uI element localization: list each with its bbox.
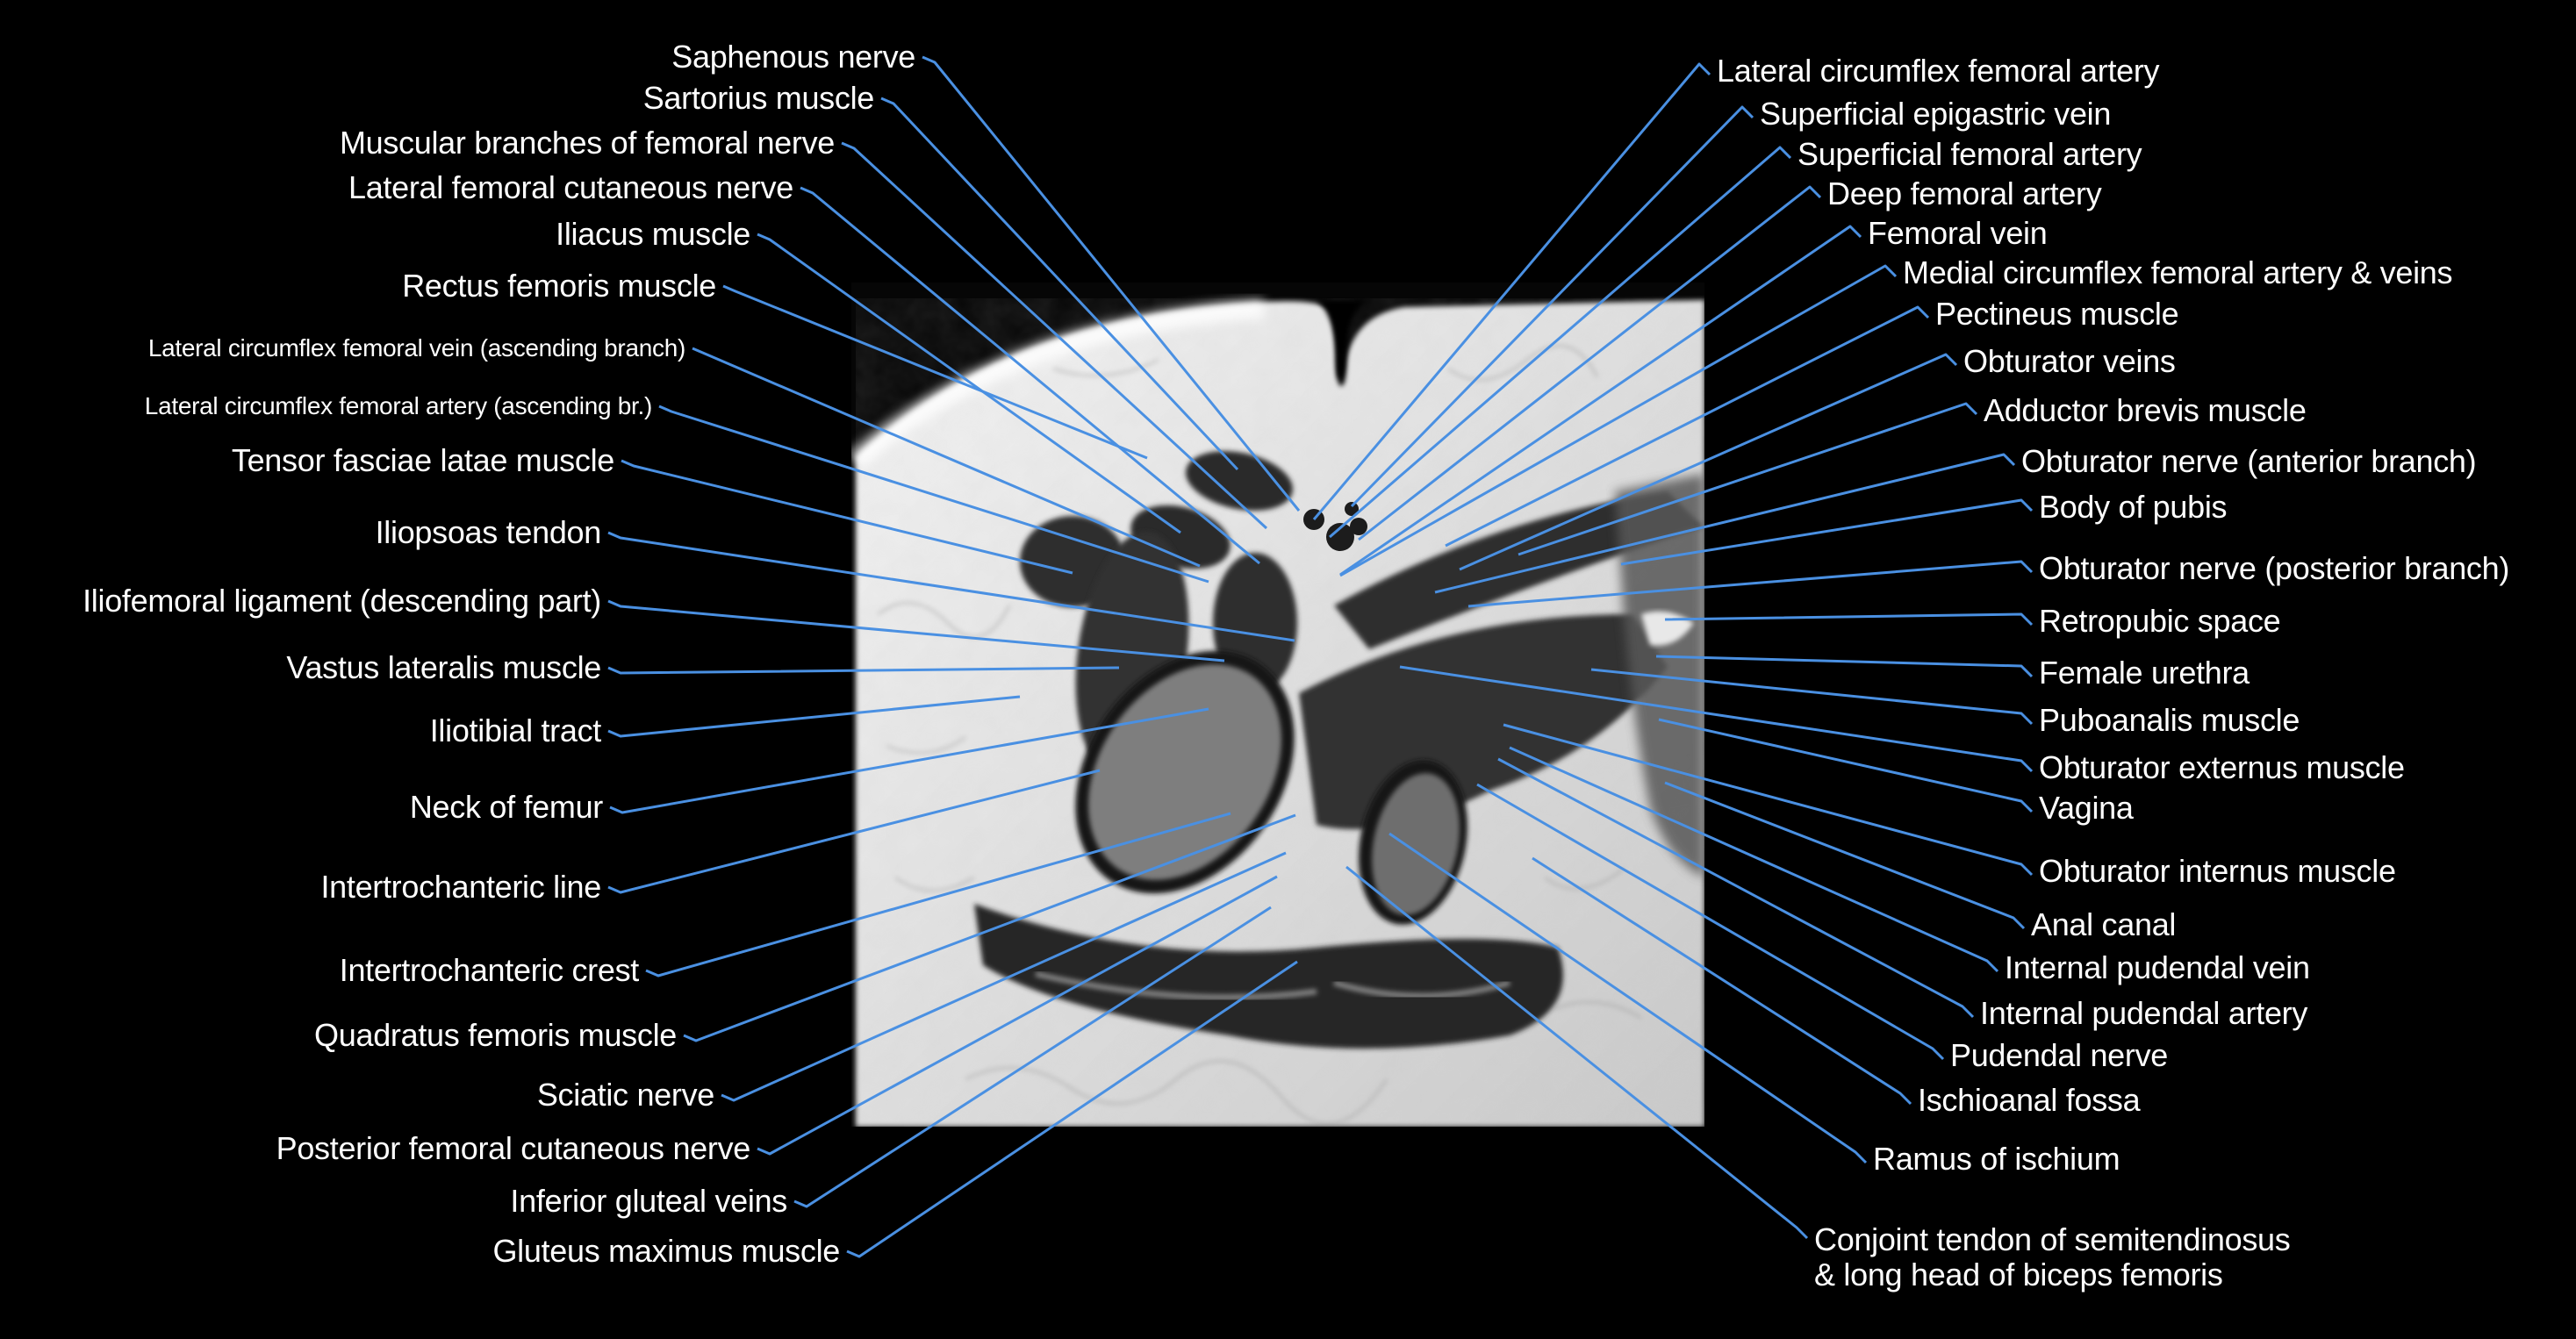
label-intertrochanteric-line: Intertrochanteric line: [320, 869, 601, 905]
label-internal-pudendal-vein: Internal pudendal vein: [2005, 949, 2310, 985]
label-rectus-femoris-muscle: Rectus femoris muscle: [402, 268, 716, 304]
label-pudendal-nerve: Pudendal nerve: [1950, 1037, 2168, 1073]
label-ramus-of-ischium: Ramus of ischium: [1873, 1141, 2120, 1177]
label-femoral-vein: Femoral vein: [1868, 215, 2048, 251]
label-gluteus-maximus-muscle: Gluteus maximus muscle: [492, 1233, 840, 1269]
label-female-urethra: Female urethra: [2039, 655, 2250, 691]
label-tensor-fasciae-latae-muscle: Tensor fasciae latae muscle: [231, 442, 614, 478]
label-superficial-femoral-artery: Superficial femoral artery: [1797, 136, 2142, 172]
label-lateral-circumflex-femoral-vein-ascending-branch: Lateral circumflex femoral vein (ascendi…: [147, 334, 685, 362]
label-obturator-veins: Obturator veins: [1963, 343, 2176, 379]
label-conjoint-tendon-of-semitendinosus: Conjoint tendon of semitendinosus& long …: [1814, 1221, 2291, 1292]
label-obturator-nerve-anterior-branch: Obturator nerve (anterior branch): [2021, 443, 2477, 479]
label-adductor-brevis-muscle: Adductor brevis muscle: [1984, 392, 2307, 428]
label-ischioanal-fossa: Ischioanal fossa: [1918, 1082, 2141, 1118]
label-obturator-nerve-posterior-branch: Obturator nerve (posterior branch): [2039, 550, 2510, 586]
label-medial-circumflex-femoral-artery-veins: Medial circumflex femoral artery & veins: [1903, 254, 2453, 290]
label-obturator-externus-muscle: Obturator externus muscle: [2039, 749, 2405, 785]
label-muscular-branches-of-femoral-nerve: Muscular branches of femoral nerve: [339, 125, 835, 161]
label-retropubic-space: Retropubic space: [2039, 603, 2281, 639]
label-pectineus-muscle: Pectineus muscle: [1935, 296, 2179, 332]
label-obturator-internus-muscle: Obturator internus muscle: [2039, 853, 2396, 889]
label-internal-pudendal-artery: Internal pudendal artery: [1980, 995, 2308, 1031]
label-body-of-pubis: Body of pubis: [2039, 489, 2228, 525]
label-iliotibial-tract: Iliotibial tract: [429, 712, 602, 748]
label-anal-canal: Anal canal: [2031, 906, 2177, 942]
label-iliopsoas-tendon: Iliopsoas tendon: [375, 514, 602, 550]
label-line: Conjoint tendon of semitendinosus: [1814, 1221, 2291, 1257]
label-intertrochanteric-crest: Intertrochanteric crest: [339, 952, 640, 988]
label-inferior-gluteal-veins: Inferior gluteal veins: [510, 1183, 787, 1219]
label-deep-femoral-artery: Deep femoral artery: [1827, 175, 2102, 211]
label-sciatic-nerve: Sciatic nerve: [536, 1077, 714, 1113]
label-lateral-circumflex-femoral-artery: Lateral circumflex femoral artery: [1717, 53, 2160, 89]
label-vastus-lateralis-muscle: Vastus lateralis muscle: [286, 649, 601, 685]
label-line: & long head of biceps femoris: [1814, 1257, 2223, 1292]
label-iliacus-muscle: Iliacus muscle: [556, 216, 750, 252]
label-superficial-epigastric-vein: Superficial epigastric vein: [1760, 96, 2112, 132]
label-lateral-femoral-cutaneous-nerve: Lateral femoral cutaneous nerve: [348, 169, 793, 205]
label-sartorius-muscle: Sartorius muscle: [642, 80, 875, 116]
label-posterior-femoral-cutaneous-nerve: Posterior femoral cutaneous nerve: [276, 1130, 751, 1166]
label-neck-of-femur: Neck of femur: [409, 789, 603, 825]
label-saphenous-nerve: Saphenous nerve: [671, 39, 915, 75]
label-quadratus-femoris-muscle: Quadratus femoris muscle: [314, 1017, 677, 1053]
label-lateral-circumflex-femoral-artery-ascending-br: Lateral circumflex femoral artery (ascen…: [144, 392, 653, 419]
label-vagina: Vagina: [2039, 790, 2134, 826]
label-puboanalis-muscle: Puboanalis muscle: [2039, 702, 2300, 738]
label-iliofemoral-ligament-descending-part: Iliofemoral ligament (descending part): [83, 583, 601, 619]
